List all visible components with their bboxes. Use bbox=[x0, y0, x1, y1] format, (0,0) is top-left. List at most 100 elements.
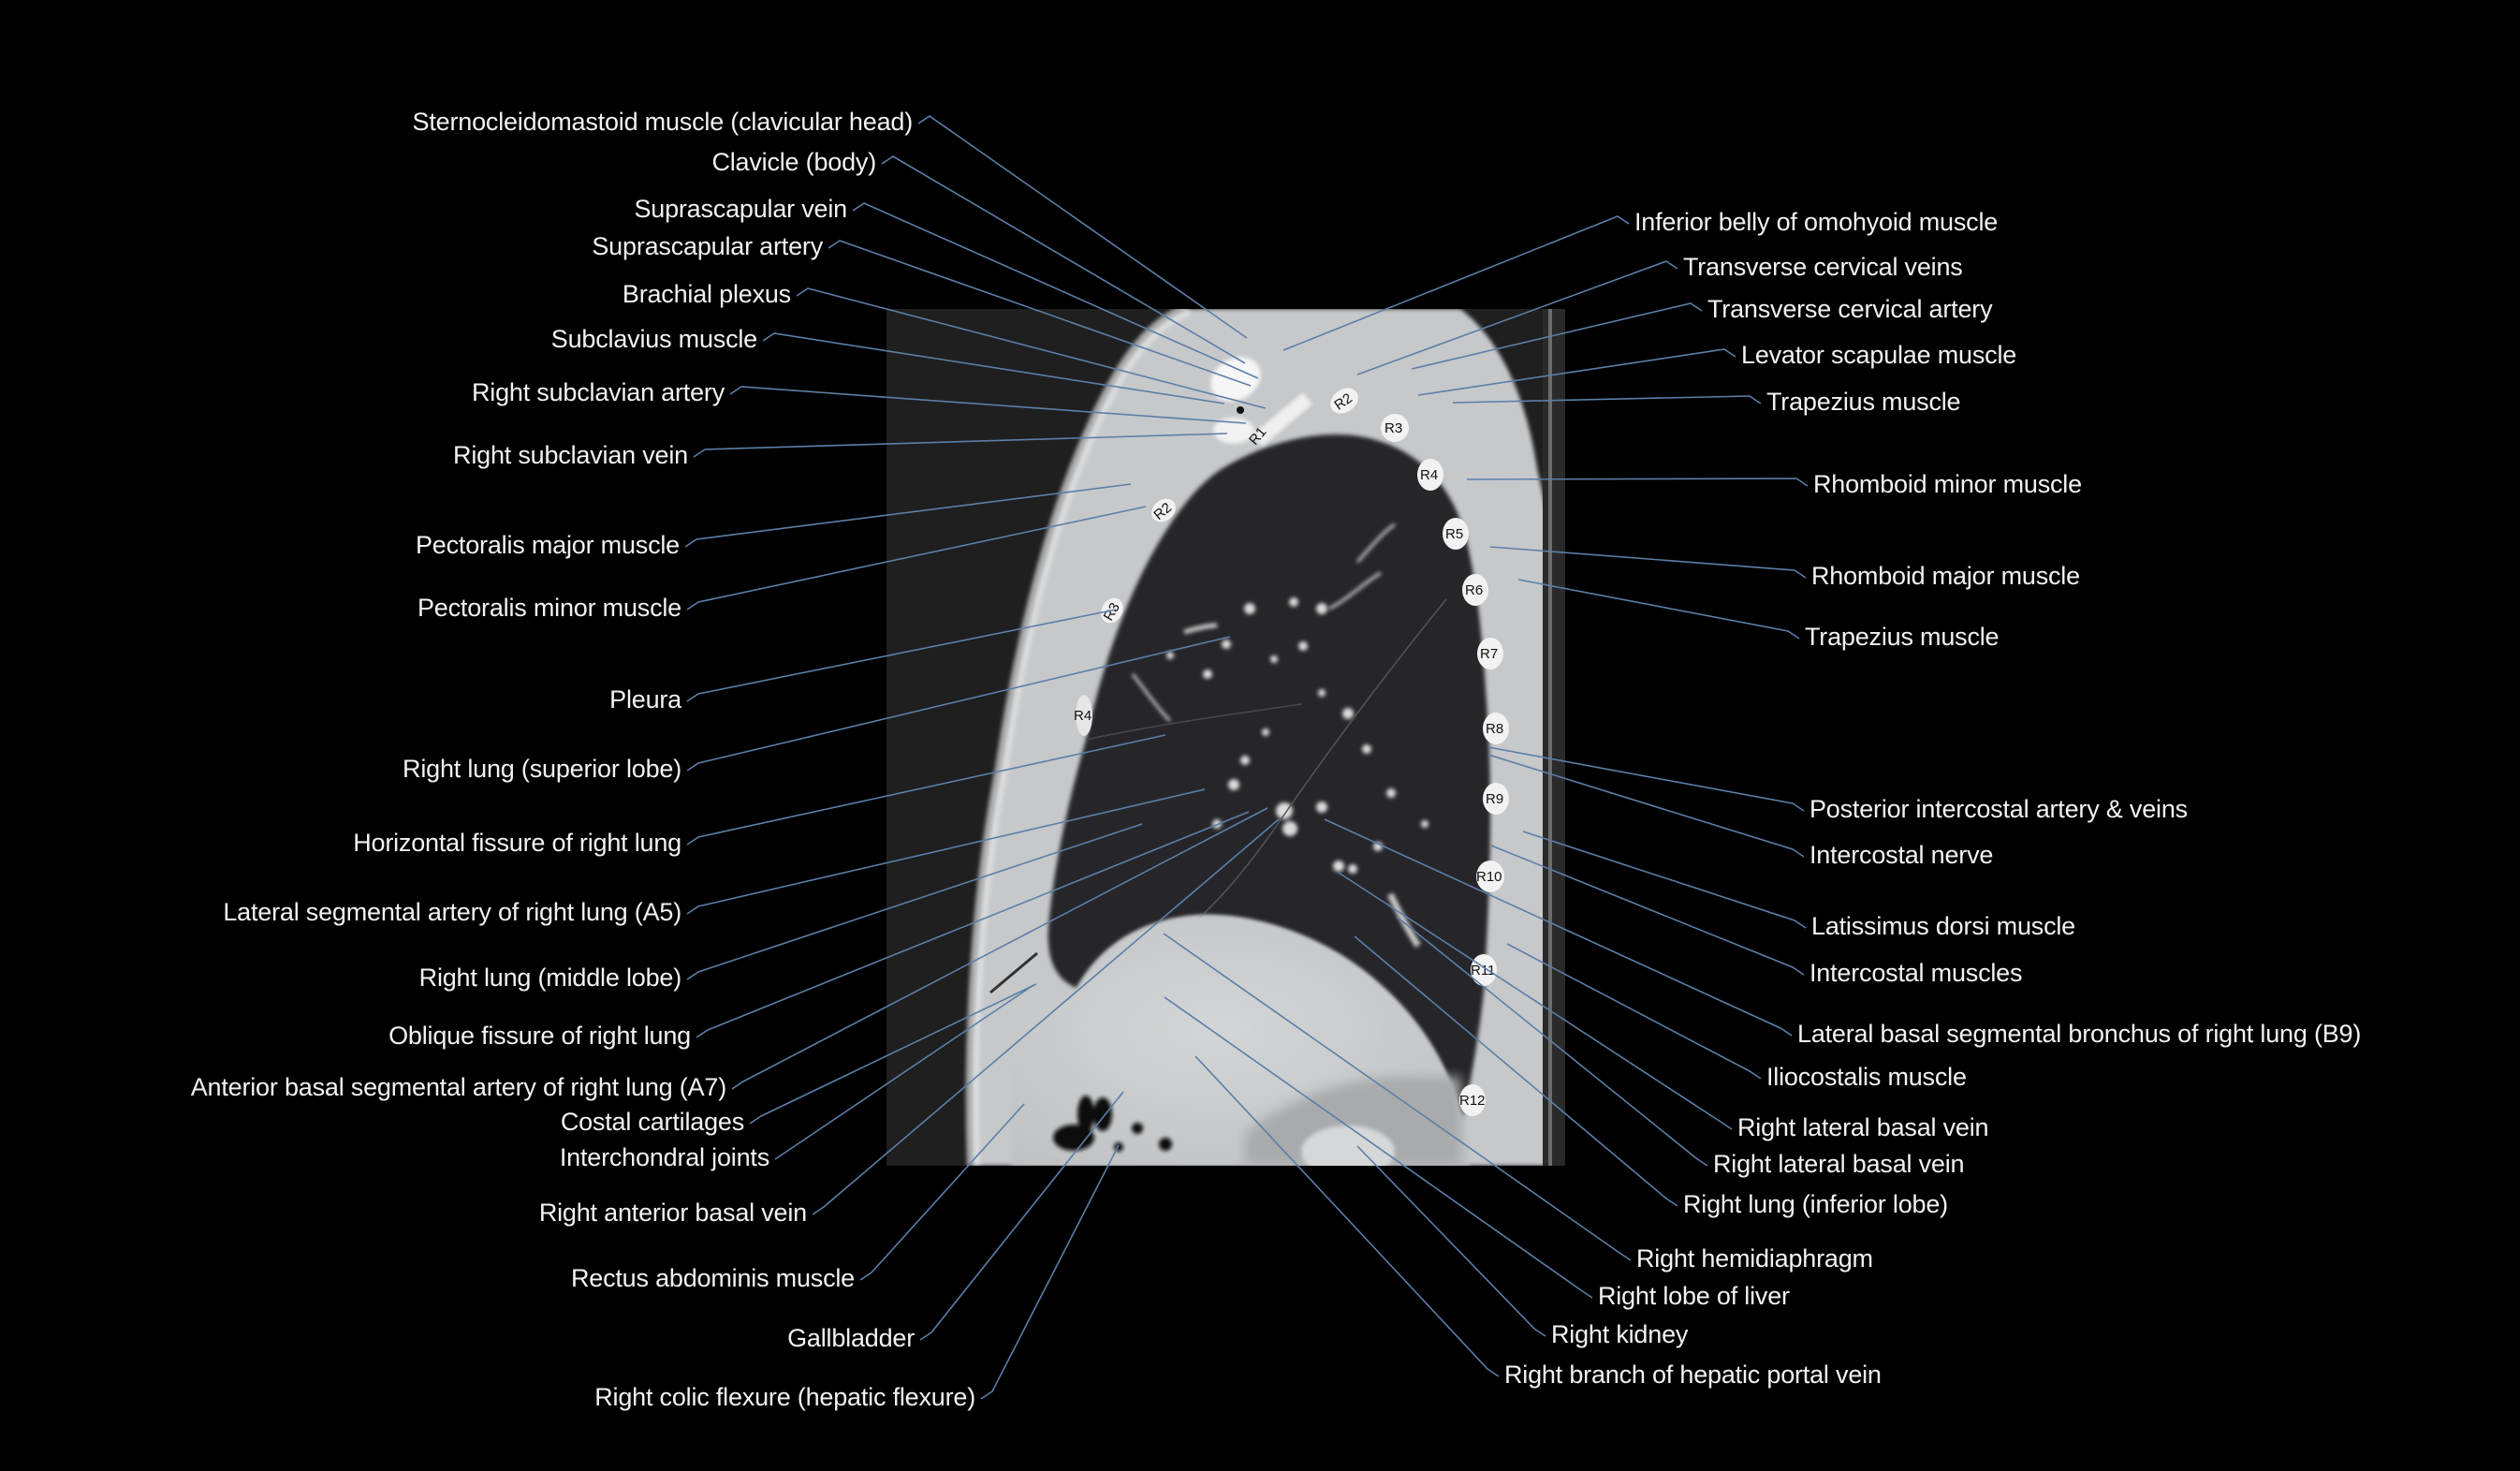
label-intercostal-muscles: Intercostal muscles bbox=[1809, 959, 2023, 987]
leader-line bbox=[1164, 996, 1593, 1299]
leader-line bbox=[762, 332, 1225, 405]
oblique-fissure bbox=[1188, 598, 1447, 928]
label-right-lung-superior-lobe: Right lung (superior lobe) bbox=[403, 755, 681, 783]
leader-line bbox=[1487, 754, 1805, 858]
leader-line bbox=[774, 984, 1034, 1160]
label-trapezius-muscle: Trapezius muscle bbox=[1805, 623, 2000, 651]
label-pleura: Pleura bbox=[609, 685, 681, 713]
svg-text:R8: R8 bbox=[1486, 721, 1503, 737]
label-inferior-belly-of-omohyoid-muscle: Inferior belly of omohyoid muscle bbox=[1634, 208, 1999, 236]
leader-line bbox=[1487, 746, 1805, 812]
leader-line bbox=[1522, 831, 1807, 929]
label-rhomboid-major-muscle: Rhomboid major muscle bbox=[1811, 562, 2080, 590]
label-intercostal-nerve: Intercostal nerve bbox=[1809, 841, 1994, 869]
label-gallbladder: Gallbladder bbox=[787, 1324, 915, 1352]
leader-line bbox=[881, 155, 1246, 364]
label-lateral-basal-segmental-bronchus-of-right-lung-b9: Lateral basal segmental bronchus of righ… bbox=[1797, 1020, 2362, 1048]
leader-line bbox=[1466, 478, 1809, 487]
label-transverse-cervical-artery: Transverse cervical artery bbox=[1707, 295, 1993, 323]
leader-line bbox=[1417, 348, 1736, 396]
label-right-subclavian-vein: Right subclavian vein bbox=[453, 441, 688, 469]
label-right-branch-of-hepatic-portal-vein: Right branch of hepatic portal vein bbox=[1504, 1361, 1882, 1389]
leader-line bbox=[1356, 1145, 1546, 1337]
label-right-lateral-basal-vein: Right lateral basal vein bbox=[1713, 1150, 1965, 1178]
label-pectoralis-major-muscle: Pectoralis major muscle bbox=[416, 531, 680, 559]
svg-text:R4: R4 bbox=[1074, 708, 1092, 724]
right-lung bbox=[1048, 434, 1491, 1119]
leader-line bbox=[686, 506, 1147, 610]
label-horizontal-fissure-of-right-lung: Horizontal fissure of right lung bbox=[353, 829, 681, 857]
svg-text:R5: R5 bbox=[1445, 526, 1463, 542]
leader-line bbox=[693, 433, 1228, 458]
leader-line bbox=[1452, 395, 1762, 405]
label-right-lung-middle-lobe: Right lung (middle lobe) bbox=[418, 964, 682, 992]
leader-line bbox=[796, 287, 1267, 409]
leader-lines bbox=[684, 115, 1809, 1400]
label-iliocostalis-muscle: Iliocostalis muscle bbox=[1766, 1063, 1967, 1091]
horizontal-fissure bbox=[1085, 703, 1302, 741]
label-rectus-abdominis-muscle: Rectus abdominis muscle bbox=[570, 1264, 855, 1292]
svg-text:R6: R6 bbox=[1465, 582, 1483, 598]
label-interchondral-joints: Interchondral joints bbox=[559, 1143, 769, 1171]
leader-line bbox=[749, 983, 1037, 1125]
label-sternocleidomastoid-muscle-clavicular-head: Sternocleidomastoid muscle (clavicular h… bbox=[412, 108, 914, 136]
label-right-lateral-basal-vein: Right lateral basal vein bbox=[1737, 1113, 1989, 1141]
leader-line bbox=[1324, 818, 1793, 1037]
leader-line bbox=[1356, 260, 1678, 375]
label-posterior-intercostal-artery-veins: Posterior intercostal artery & veins bbox=[1809, 795, 2188, 823]
leader-line bbox=[686, 734, 1166, 846]
svg-text:R10: R10 bbox=[1476, 869, 1502, 885]
leader-line bbox=[1411, 302, 1703, 370]
leader-line bbox=[686, 636, 1231, 772]
label-right-kidney: Right kidney bbox=[1551, 1320, 1689, 1348]
label-right-lung-inferior-lobe: Right lung (inferior lobe) bbox=[1683, 1190, 1948, 1218]
label-pectoralis-minor-muscle: Pectoralis minor muscle bbox=[418, 594, 681, 622]
label-right-hemidiaphragm: Right hemidiaphragm bbox=[1636, 1244, 1873, 1272]
leader-line bbox=[1490, 845, 1805, 976]
svg-text:R12: R12 bbox=[1459, 1093, 1486, 1109]
leader-line bbox=[1338, 872, 1733, 1130]
leader-line bbox=[812, 818, 1280, 1215]
leader-line bbox=[980, 1144, 1120, 1400]
label-trapezius-muscle: Trapezius muscle bbox=[1766, 388, 1961, 416]
label-suprascapular-vein: Suprascapular vein bbox=[634, 195, 847, 223]
label-levator-scapulae-muscle: Levator scapulae muscle bbox=[1741, 341, 2017, 369]
leader-line bbox=[696, 811, 1250, 1038]
leader-line bbox=[686, 788, 1206, 915]
leader-line bbox=[917, 115, 1248, 339]
pulmonary-vessels bbox=[1166, 597, 1428, 874]
label-costal-cartilages: Costal cartilages bbox=[560, 1108, 744, 1136]
label-suprascapular-artery: Suprascapular artery bbox=[592, 232, 823, 260]
label-latissimus-dorsi-muscle: Latissimus dorsi muscle bbox=[1811, 912, 2075, 940]
label-lateral-segmental-artery-of-right-lung-a5: Lateral segmental artery of right lung (… bbox=[223, 898, 681, 926]
rib-markers-posterior: R2 R3 R4 R5 R6 R7 R8 R9 R10 R11 R12 bbox=[1330, 388, 1509, 1116]
kidney-region bbox=[1245, 1077, 1460, 1166]
svg-text:R9: R9 bbox=[1486, 791, 1503, 807]
leader-line bbox=[919, 1091, 1124, 1341]
svg-text:R3: R3 bbox=[1385, 420, 1402, 436]
leader-line bbox=[1194, 1055, 1500, 1377]
label-brachial-plexus: Brachial plexus bbox=[622, 280, 791, 308]
leader-line bbox=[1517, 579, 1800, 640]
leader-line bbox=[731, 807, 1268, 1090]
svg-text:R4: R4 bbox=[1420, 467, 1438, 483]
label-transverse-cervical-veins: Transverse cervical veins bbox=[1683, 253, 1963, 281]
clavicle bbox=[1210, 357, 1261, 402]
svg-text:R11: R11 bbox=[1471, 963, 1495, 978]
label-anterior-basal-segmental-artery-of-right-lung-a7: Anterior basal segmental artery of right… bbox=[190, 1073, 726, 1101]
leader-line bbox=[686, 823, 1143, 980]
leader-line bbox=[686, 609, 1117, 702]
leader-line bbox=[1354, 935, 1678, 1207]
label-right-lobe-of-liver: Right lobe of liver bbox=[1598, 1282, 1790, 1310]
svg-text:R7: R7 bbox=[1480, 646, 1498, 662]
leader-line bbox=[1396, 916, 1708, 1167]
leader-line bbox=[1506, 943, 1762, 1080]
leader-line bbox=[1489, 546, 1807, 579]
leader-line bbox=[684, 483, 1132, 548]
label-subclavius-muscle: Subclavius muscle bbox=[550, 325, 757, 353]
label-rhomboid-minor-muscle: Rhomboid minor muscle bbox=[1813, 470, 2082, 498]
bowel-gas bbox=[1053, 1096, 1172, 1152]
leader-line bbox=[1282, 215, 1630, 351]
